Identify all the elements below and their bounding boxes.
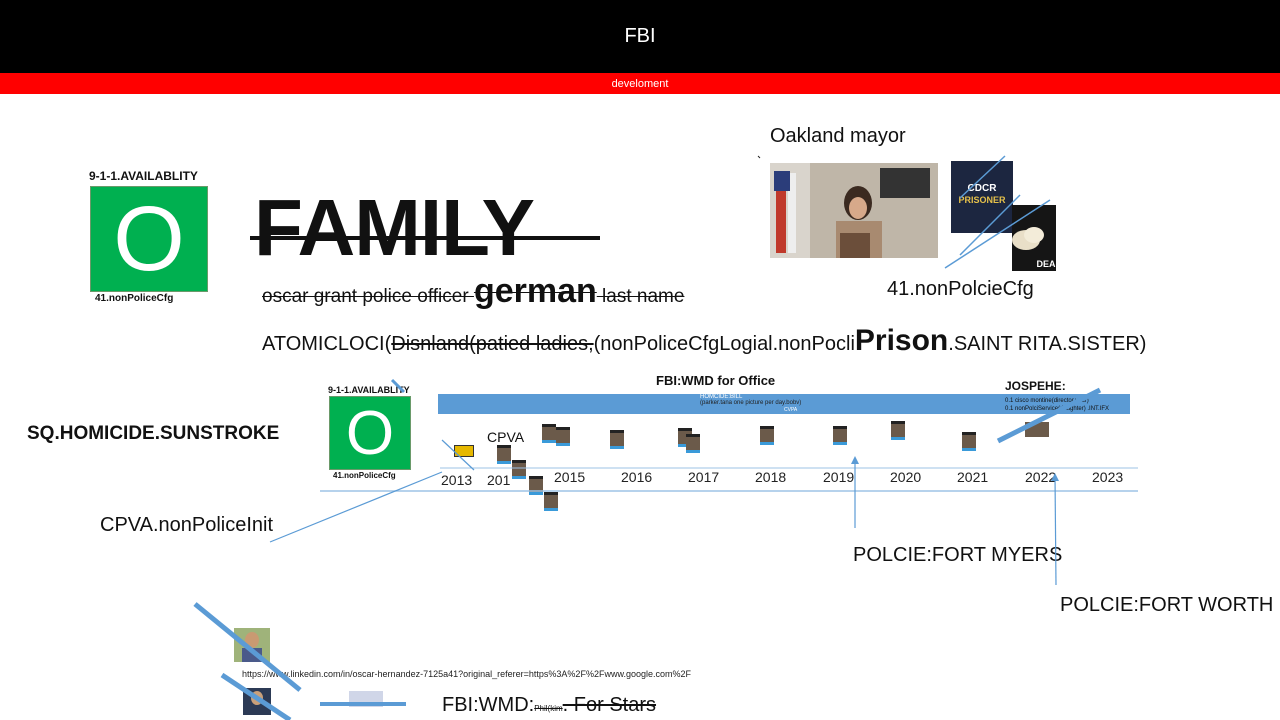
status-o-box: O (90, 186, 208, 292)
footer-photo-1 (234, 628, 270, 662)
cpva-label: CPVA (487, 429, 525, 445)
atomic-line: ATOMICLOCI(Disnland(patied ladies,(nonPo… (262, 324, 1147, 357)
bar-chip-label: CVPA (784, 407, 798, 413)
footer-slash-2 (220, 672, 292, 720)
page-header: FBI (0, 0, 1280, 73)
availability-label: 9-1-1.AVAILABLITY (89, 169, 198, 183)
footer-photo-1-image (234, 628, 270, 662)
thumbnail (833, 426, 847, 445)
thumbnail (891, 421, 905, 440)
cpva-init-label: CPVA.nonPoliceInit (100, 514, 274, 536)
thumbnail (610, 430, 624, 449)
footer-slash-1 (193, 602, 302, 692)
jospehe-note-1: 0.1 cisco montine(director.year) (1005, 398, 1089, 404)
dea-slash (944, 199, 1051, 269)
availability-label-mid: 9-1-1.AVAILABLITY (328, 385, 410, 395)
footer-bar (320, 702, 406, 706)
wmd-footer: FBI:WMD:Phil(kim. For Stars (442, 694, 657, 716)
dea-label: DEA (1036, 259, 1056, 269)
mayor-photo (770, 163, 938, 258)
homicide-bill-label: HOMCIDE:BILL (700, 394, 743, 400)
cfg-label-mid: 41.nonPoliceCfg (333, 471, 396, 480)
prisoner-label-top: CDCR (968, 183, 998, 194)
fort-worth-pointer (1054, 474, 1057, 586)
thumbnail (529, 476, 543, 495)
prisoner-slash (959, 155, 1006, 199)
thumbnail (497, 445, 511, 464)
mayor-cfg: 41.nonPolcieCfg (887, 278, 1034, 300)
year-2018: 2018 (755, 469, 787, 485)
mayor-title: Oakland mayor (770, 125, 906, 147)
prisoner-label-bottom: PRISONER (958, 195, 1006, 205)
jospehe-label: JOSPEHE: (1005, 379, 1066, 393)
status-o-letter-mid: O (345, 398, 395, 468)
dea-image: DEA (1012, 205, 1056, 271)
corner-slash (390, 378, 406, 394)
status-o-box-mid: O (329, 396, 411, 470)
year-2021: 2021 (957, 469, 989, 485)
subheader-text: develoment (611, 77, 669, 90)
parker-note: (parker.tana one picture per day.bobv) (700, 400, 802, 406)
fort-myers-label: POLCIE:FORT MYERS (853, 544, 1063, 566)
year-2014: 201 (487, 472, 511, 488)
mayor-tick (757, 155, 761, 159)
homicide-label: SQ.HOMICIDE.SUNSTROKE (27, 423, 280, 444)
timeline-bar: HOMCIDE:BILL (parker.tana one picture pe… (438, 394, 1130, 414)
thumbnail (686, 434, 700, 453)
thumbnail (556, 427, 570, 446)
page-title: FBI (624, 25, 656, 47)
thumbnail (544, 492, 558, 511)
year-2013: 2013 (441, 472, 473, 488)
year-2019: 2019 (823, 469, 855, 485)
year-2017: 2017 (688, 469, 720, 485)
timeline-title: FBI:WMD for Office (656, 373, 776, 388)
thumbnail (542, 424, 556, 443)
status-o-letter: O (113, 187, 185, 290)
family-strike (250, 236, 600, 240)
cpva-pointer (441, 439, 475, 471)
cfg-label: 41.nonPoliceCfg (95, 293, 174, 304)
jospehe-slash (996, 387, 1102, 444)
year-2023: 2023 (1092, 469, 1124, 485)
prisoner-slash-2 (959, 194, 1021, 256)
year-2020: 2020 (890, 469, 922, 485)
cpva-init-pointer (269, 471, 443, 543)
year-2015: 2015 (554, 469, 586, 485)
fort-worth-label: POLCIE:FORT WORTH (1060, 594, 1274, 616)
thumbnail (962, 432, 976, 451)
mayor-photo-image (770, 163, 938, 258)
thumbnail (760, 426, 774, 445)
dea-photo: DEA (1012, 205, 1056, 271)
officer-line: oscar grant police officer german last n… (262, 272, 685, 310)
fort-worth-arrowhead (1051, 473, 1059, 481)
year-2022: 2022 (1025, 469, 1057, 485)
fort-myers-arrowhead (851, 456, 859, 464)
year-2016: 2016 (621, 469, 653, 485)
family-heading: FAMILY (254, 183, 535, 272)
subheader-bar: develoment (0, 73, 1280, 94)
linkedin-link[interactable]: https://www.linkedin.com/in/oscar-hernan… (242, 669, 691, 679)
